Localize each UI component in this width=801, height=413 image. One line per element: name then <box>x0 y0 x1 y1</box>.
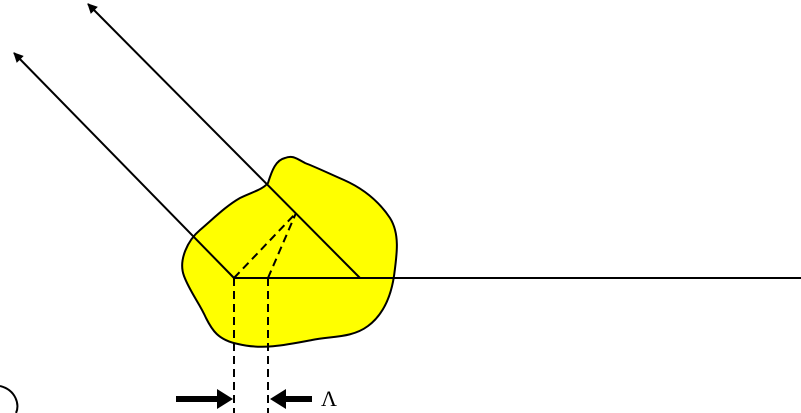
spacing-arrow-right <box>270 389 312 409</box>
dashed-line-diagonal-left <box>233 212 297 279</box>
right-arrow <box>87 3 361 279</box>
left-arrow <box>13 52 235 279</box>
dashed-line-diagonal-right <box>267 212 297 279</box>
irregular-blob-shape <box>181 155 398 348</box>
partial-circle-edge <box>0 385 19 413</box>
spacing-arrow-left <box>176 389 233 409</box>
spacing-label: Λ <box>321 386 337 411</box>
